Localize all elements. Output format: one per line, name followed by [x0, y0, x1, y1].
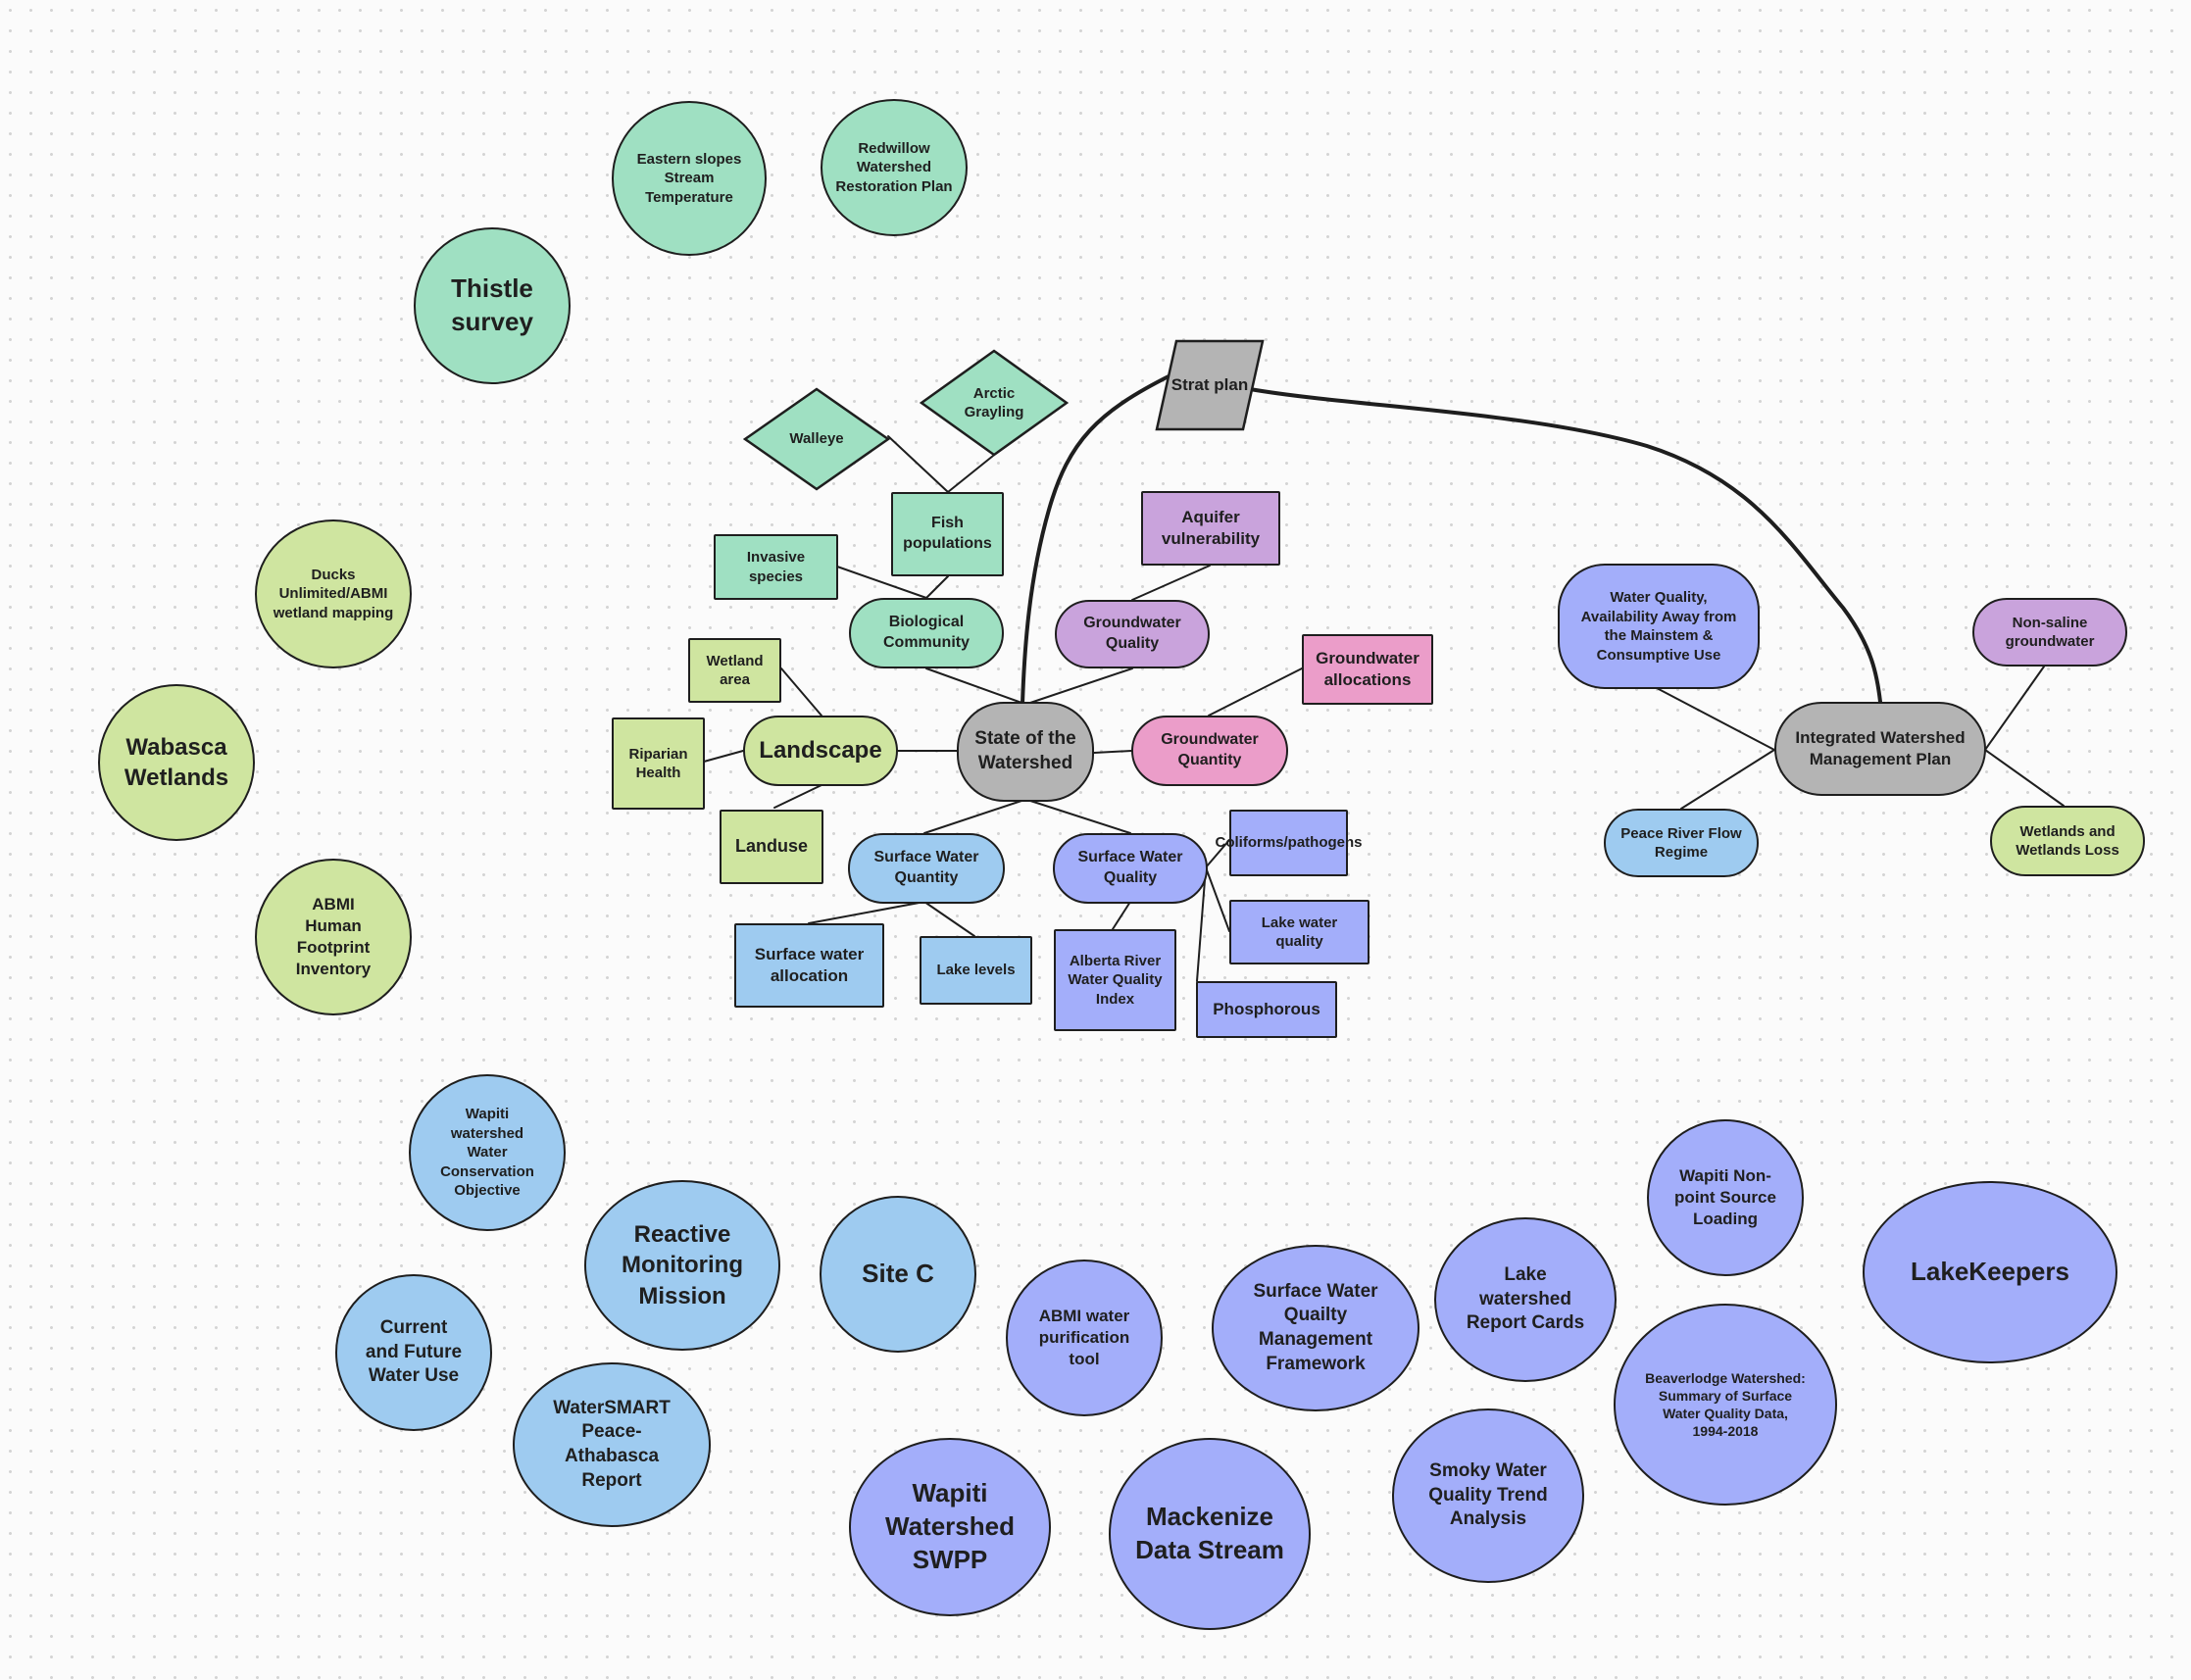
- edge-bio-sotw: [925, 667, 1025, 705]
- node-abmi-human-footprint[interactable]: ABMI Human Footprint Inventory: [255, 859, 412, 1015]
- edge-swqual-lakewq: [1205, 866, 1230, 932]
- node-groundwater-quality[interactable]: Groundwater Quality: [1055, 600, 1210, 668]
- edge-landuse-landscape: [773, 784, 822, 809]
- node-surface-water-allocation[interactable]: Surface water allocation: [734, 923, 884, 1008]
- edge-swqual-arwqi: [1112, 901, 1131, 930]
- node-groundwater-allocations[interactable]: Groundwater allocations: [1302, 634, 1433, 705]
- parallelogram-shape: [1155, 339, 1265, 431]
- node-groundwater-quantity[interactable]: Groundwater Quantity: [1131, 716, 1288, 786]
- node-lake-report-cards[interactable]: Lake watershed Report Cards: [1434, 1217, 1617, 1382]
- node-redwillow[interactable]: Redwillow Watershed Restoration Plan: [821, 99, 968, 236]
- node-eastern-slopes[interactable]: Eastern slopes Stream Temperature: [612, 101, 767, 256]
- node-site-c[interactable]: Site C: [820, 1196, 976, 1353]
- node-swqmf[interactable]: Surface Water Quailty Management Framewo…: [1212, 1245, 1419, 1411]
- edge-riparian-landscape: [703, 750, 744, 763]
- diamond-shape: [743, 387, 890, 491]
- edge-sotw-swqual: [1026, 799, 1131, 834]
- node-biological-community[interactable]: Biological Community: [849, 598, 1004, 668]
- node-wetlands-loss[interactable]: Wetlands and Wetlands Loss: [1990, 806, 2145, 876]
- edge-grayling-fish: [947, 455, 994, 493]
- node-beaverlodge-watershed[interactable]: Beaverlodge Watershed: Summary of Surfac…: [1614, 1304, 1837, 1506]
- edge-fish-bio: [925, 575, 949, 599]
- node-watersmart[interactable]: WaterSMART Peace-Athabasca Report: [513, 1362, 711, 1527]
- node-fish-populations[interactable]: Fish populations: [891, 492, 1004, 576]
- node-current-future-water-use[interactable]: Current and Future Water Use: [335, 1274, 492, 1431]
- diamond-shape: [920, 349, 1069, 457]
- node-thistle-survey[interactable]: Thistle survey: [414, 227, 571, 384]
- node-walleye[interactable]: Walleye: [743, 387, 890, 491]
- edge-wetlandarea-landscape: [780, 667, 822, 716]
- edge-swqty-lakelevels: [923, 901, 975, 937]
- node-non-saline-groundwater[interactable]: Non-saline groundwater: [1972, 598, 2127, 667]
- node-lake-levels[interactable]: Lake levels: [920, 936, 1032, 1005]
- node-alberta-river-wqi[interactable]: Alberta River Water Quality Index: [1054, 929, 1176, 1031]
- node-surface-water-quantity[interactable]: Surface Water Quantity: [848, 833, 1005, 904]
- node-lake-water-quality[interactable]: Lake water quality: [1229, 900, 1369, 964]
- node-abmi-water-purification[interactable]: ABMI water purification tool: [1006, 1260, 1163, 1416]
- node-mackenzie-data-stream[interactable]: Mackenize Data Stream: [1109, 1438, 1311, 1630]
- edge-sotw-swqty: [923, 799, 1025, 834]
- node-wapiti-swpp[interactable]: Wapiti Watershed SWPP: [849, 1438, 1051, 1616]
- node-landuse[interactable]: Landuse: [720, 810, 823, 884]
- edge-iwmp-nonsaline: [1984, 666, 2045, 751]
- node-smoky-trend-analysis[interactable]: Smoky Water Quality Trend Analysis: [1392, 1408, 1584, 1583]
- node-wetland-area[interactable]: Wetland area: [688, 638, 781, 703]
- node-strat-plan[interactable]: Strat plan: [1155, 339, 1265, 431]
- node-coliforms-pathogens[interactable]: Coliforms/pathogens: [1216, 810, 1363, 876]
- node-surface-water-quality[interactable]: Surface Water Quality: [1053, 833, 1208, 904]
- edge-iwmp-wetlandsloss: [1984, 749, 2065, 807]
- node-wapiti-nps-loading[interactable]: Wapiti Non-point Source Loading: [1647, 1119, 1804, 1276]
- edge-swqty-alloc: [808, 901, 925, 924]
- node-lakekeepers[interactable]: LakeKeepers: [1863, 1181, 2117, 1363]
- node-ducks-unlimited[interactable]: Ducks Unlimited/ABMI wetland mapping: [255, 519, 412, 668]
- node-wq-availability[interactable]: Water Quality, Availability Away from th…: [1558, 564, 1760, 689]
- edge-aquifer-gwq: [1131, 565, 1211, 601]
- node-wabasca-wetlands[interactable]: Wabasca Wetlands: [98, 684, 255, 841]
- node-phosphorous[interactable]: Phosphorous: [1196, 981, 1337, 1038]
- node-arctic-grayling[interactable]: Arctic Grayling: [920, 349, 1069, 457]
- edge-iwmp-peace: [1680, 749, 1775, 810]
- edge-gwqty-sotw: [1093, 750, 1132, 754]
- node-peace-river-flow[interactable]: Peace River Flow Regime: [1604, 809, 1759, 877]
- node-invasive-species[interactable]: Invasive species: [714, 534, 838, 600]
- node-wapiti-wco[interactable]: Wapiti watershed Water Conservation Obje…: [409, 1074, 566, 1231]
- node-integrated-watershed-mgmt-plan[interactable]: Integrated Watershed Management Plan: [1774, 702, 1986, 796]
- node-landscape[interactable]: Landscape: [743, 716, 898, 786]
- node-reactive-monitoring[interactable]: Reactive Monitoring Mission: [584, 1180, 780, 1351]
- edge-wqavail-iwmp: [1656, 687, 1775, 751]
- node-riparian-health[interactable]: Riparian Health: [612, 717, 705, 810]
- node-aquifer-vulnerability[interactable]: Aquifer vulnerability: [1141, 491, 1280, 566]
- node-state-of-the-watershed[interactable]: State of the Watershed: [957, 702, 1094, 802]
- edge-alloc-gwqty: [1208, 667, 1305, 716]
- edge-gwq-sotw: [1026, 667, 1133, 705]
